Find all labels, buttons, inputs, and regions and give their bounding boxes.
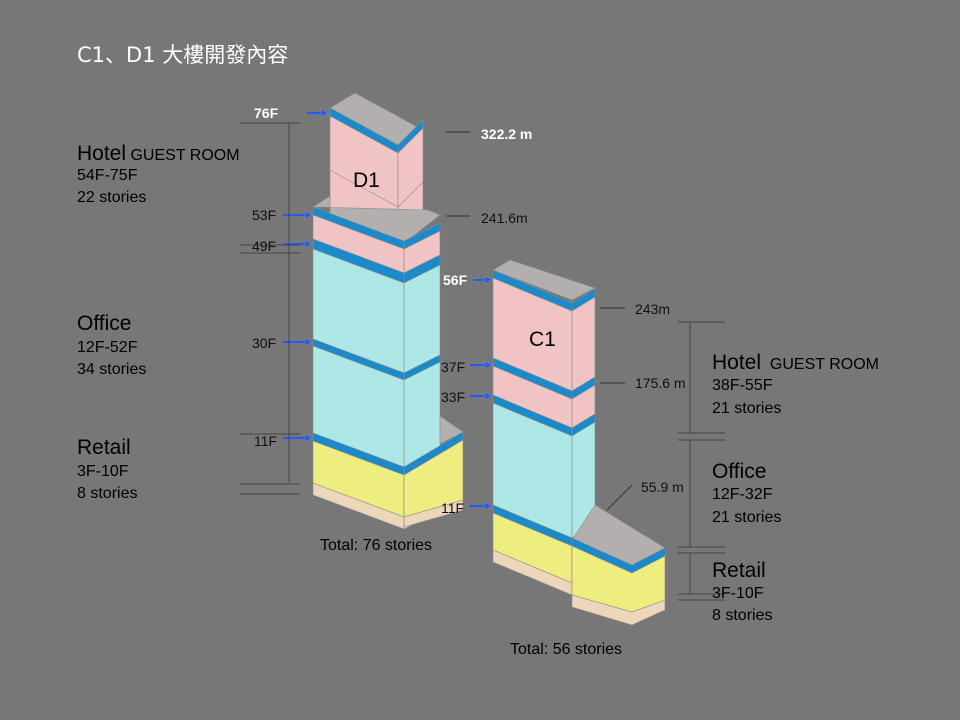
c1-roof (492, 259, 596, 301)
c1-arrow-56f-head (484, 275, 493, 285)
d1-floor-76f: 76F (254, 105, 279, 121)
c1-retail-label: Retail (712, 559, 766, 582)
d1-height-mid: 241.6m (481, 210, 528, 226)
d1-retail-range: 3F-10F (77, 463, 129, 480)
d1-arrow-30f-head (304, 337, 313, 347)
c1-floor-56f: 56F (443, 272, 468, 288)
d1-total: Total: 76 stories (320, 537, 433, 554)
c1-height-low: 55.9 m (641, 479, 684, 495)
d1-arrow-11f-head (304, 433, 313, 443)
d1-floor-30f: 30F (252, 335, 277, 351)
c1-floor-37f: 37F (441, 359, 466, 375)
d1-annex-roof (439, 415, 464, 445)
c1-building-label: C1 (529, 328, 556, 351)
d1-hotel-stories: 22 stories (77, 189, 147, 206)
d1-top-right-band-1 (397, 127, 424, 208)
d1-office-range: 12F-52F (77, 339, 138, 356)
d1-floor-11f: 11F (254, 433, 278, 449)
c1-office-range: 12F-32F (712, 486, 773, 503)
d1-hotel-range: 54F-75F (77, 167, 138, 184)
c1-height-low-leader (606, 484, 633, 511)
c1-arrow-33f-head (484, 391, 493, 401)
c1-hotel-range: 38F-55F (712, 377, 773, 394)
c1-hotel-stories: 21 stories (712, 400, 782, 417)
d1-building-label: D1 (353, 169, 380, 192)
c1-hotel-label: Hotel GUEST ROOM (712, 351, 879, 374)
c1-arrow-11f-head (484, 501, 493, 511)
c1-arrow-37f-head (484, 360, 493, 370)
c1-annex-base (571, 594, 666, 626)
d1-height-top: 322.2 m (481, 126, 533, 142)
c1-height-top: 243m (635, 301, 671, 317)
c1-floor-11f: 11F (441, 500, 465, 516)
d1-retail-stories: 8 stories (77, 485, 138, 502)
c1-retail-range: 3F-10F (712, 585, 764, 602)
c1-office-stories: 21 stories (712, 509, 782, 526)
d1-retail-label: Retail (77, 436, 131, 459)
d1-office-stories: 34 stories (77, 361, 147, 378)
d1-annex-base (403, 499, 464, 528)
page-title: C1、D1 大樓開發內容 (77, 43, 289, 67)
d1-floor-53f: 53F (252, 207, 277, 223)
d1-hotel-label: Hotel GUEST ROOM (77, 142, 240, 165)
c1-floor-33f: 33F (441, 389, 466, 405)
c1-height-mid: 175.6 m (635, 375, 686, 391)
c1-right-band-1 (571, 296, 596, 392)
d1-lower-right-band-3 (403, 264, 441, 374)
d1-arrow-53f-head (304, 210, 313, 220)
c1-total: Total: 56 stories (510, 641, 623, 658)
d1-arrow-76f-head (320, 108, 329, 118)
d1-office-label: Office (77, 312, 132, 335)
d1-arrow-49f-head (304, 239, 313, 249)
c1-retail-stories: 8 stories (712, 607, 773, 624)
c1-office-label: Office (712, 460, 767, 483)
d1-floor-49f: 49F (252, 238, 277, 254)
